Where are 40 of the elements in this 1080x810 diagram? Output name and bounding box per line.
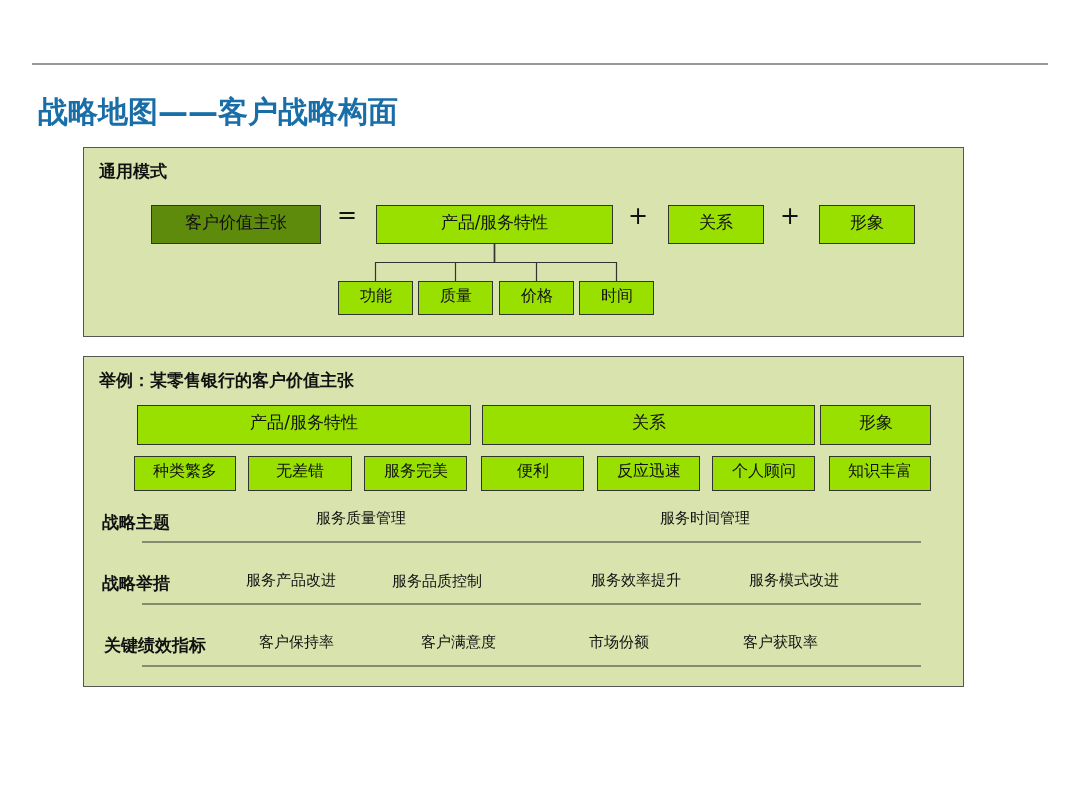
panel-heading: 通用模式 (99, 160, 167, 183)
row-item: 客户保持率 (258, 632, 334, 652)
operator-sign: + (627, 202, 649, 230)
category-box: 关系 (482, 405, 815, 445)
attribute-box: 时间 (579, 281, 654, 315)
attribute-box: 功能 (338, 281, 413, 315)
row-item: 服务效率提升 (591, 570, 681, 590)
row-heading: 关键绩效指标 (104, 633, 206, 657)
category-box: 关系 (668, 205, 764, 244)
attribute-box: 质量 (418, 281, 493, 315)
category-box: 形象 (819, 205, 915, 244)
category-box: 形象 (820, 405, 931, 445)
value-box: 客户价值主张 (151, 205, 321, 244)
row-item: 服务时间管理 (660, 508, 750, 528)
row-item: 服务模式改进 (749, 570, 839, 590)
attribute-box: 服务完美 (364, 456, 467, 491)
title: 战略地图——客户战略构面 (38, 93, 398, 131)
row-item: 服务品质控制 (392, 571, 482, 591)
category-box: 产品/服务特性 (376, 205, 613, 244)
attribute-box: 知识丰富 (829, 456, 931, 491)
attribute-box: 种类繁多 (134, 456, 236, 491)
row-item: 客户获取率 (742, 632, 818, 652)
row-item: 客户满意度 (420, 632, 496, 652)
row-item: 服务产品改进 (246, 570, 336, 590)
panel (83, 356, 964, 687)
attribute-box: 个人顾问 (712, 456, 815, 491)
row-heading: 战略举措 (102, 571, 170, 595)
attribute-box: 价格 (499, 281, 574, 315)
operator-sign: = (336, 201, 358, 229)
category-box: 产品/服务特性 (137, 405, 471, 445)
row-heading: 战略主题 (102, 510, 170, 534)
row-item: 市场份额 (589, 632, 649, 652)
connector-line (493, 243, 618, 282)
row-item: 服务质量管理 (316, 508, 406, 528)
panel (83, 147, 964, 337)
operator-sign: + (779, 202, 801, 230)
attribute-box: 反应迅速 (597, 456, 700, 491)
attribute-box: 无差错 (248, 456, 352, 491)
panel-heading: 举例：某零售银行的客户价值主张 (99, 369, 354, 392)
attribute-box: 便利 (481, 456, 584, 491)
